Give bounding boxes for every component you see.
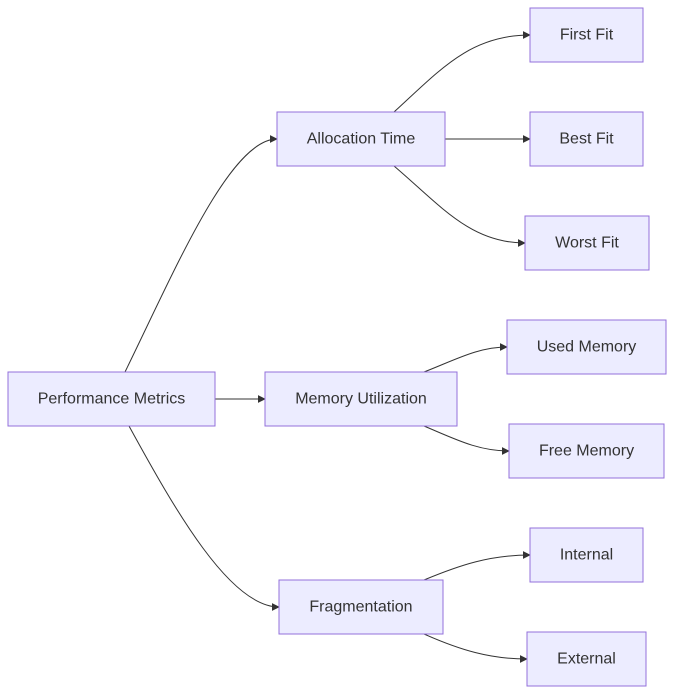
node-internal: Internal xyxy=(529,527,644,583)
node-first-fit: First Fit xyxy=(529,7,644,63)
node-label: Best Fit xyxy=(559,131,614,148)
edge-memory-utilization-to-used-memory xyxy=(423,343,508,373)
edge-root-to-allocation-time xyxy=(124,135,278,373)
node-label: Fragmentation xyxy=(309,599,412,616)
node-label: External xyxy=(557,651,616,668)
edge-allocation-time-to-worst-fit xyxy=(393,165,526,247)
edge-root-to-fragmentation xyxy=(128,425,280,611)
node-label: Memory Utilization xyxy=(295,391,427,408)
node-label: Internal xyxy=(560,547,613,564)
node-label: Allocation Time xyxy=(307,131,416,148)
node-worst-fit: Worst Fit xyxy=(524,215,650,271)
edge-fragmentation-to-external xyxy=(423,633,528,663)
node-performance-metrics: Performance Metrics xyxy=(7,371,216,427)
node-allocation-time: Allocation Time xyxy=(276,111,446,167)
edge-memory-utilization-to-free-memory xyxy=(423,425,510,455)
edge-allocation-time-to-first-fit xyxy=(393,31,531,113)
node-fragmentation: Fragmentation xyxy=(278,579,444,635)
node-best-fit: Best Fit xyxy=(529,111,644,167)
node-label: Performance Metrics xyxy=(38,391,186,408)
edges xyxy=(124,31,531,663)
node-label: Used Memory xyxy=(537,339,637,356)
edge-fragmentation-to-internal xyxy=(423,551,531,581)
node-label: Worst Fit xyxy=(555,235,619,252)
node-label: Free Memory xyxy=(539,443,634,460)
node-memory-utilization: Memory Utilization xyxy=(264,371,458,427)
node-used-memory: Used Memory xyxy=(506,319,667,375)
node-free-memory: Free Memory xyxy=(508,423,665,479)
node-label: First Fit xyxy=(560,27,614,44)
node-external: External xyxy=(526,631,647,687)
